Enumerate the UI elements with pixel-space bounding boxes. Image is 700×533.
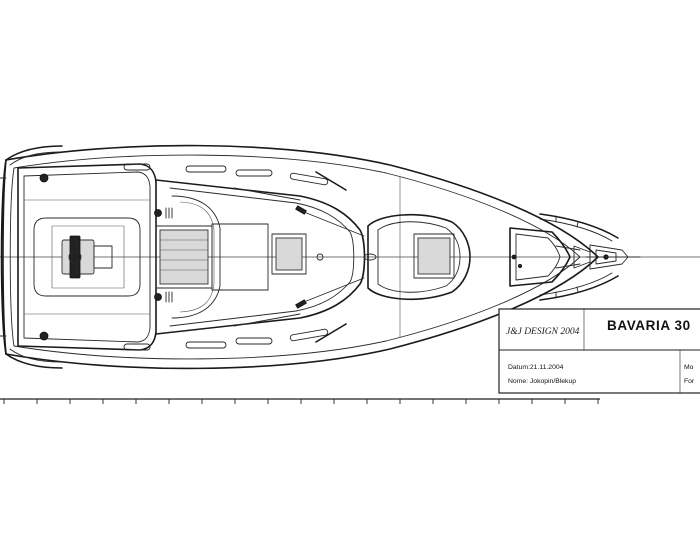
title-block: J&J DESIGN 2004 BAVARIA 30 Datum:21.11.2… — [498, 308, 700, 394]
designer-label: J&J DESIGN 2004 — [506, 327, 580, 337]
foredeck — [363, 213, 591, 301]
coachroof — [155, 179, 366, 335]
model-title: BAVARIA 30 — [607, 318, 691, 333]
scale-rule — [0, 398, 600, 404]
bow-fitting — [585, 244, 641, 270]
side-deck-fittings — [123, 163, 401, 351]
name-line: Nome: Jokopin/Blekup — [508, 378, 576, 385]
date-line: Datum:21.11.2004 — [508, 364, 564, 371]
bow-pulpit — [539, 213, 619, 301]
cut-label-2: For — [684, 378, 695, 385]
cut-label-1: Mo — [684, 364, 694, 371]
cockpit — [17, 163, 173, 351]
stern-pulpit — [5, 145, 63, 369]
